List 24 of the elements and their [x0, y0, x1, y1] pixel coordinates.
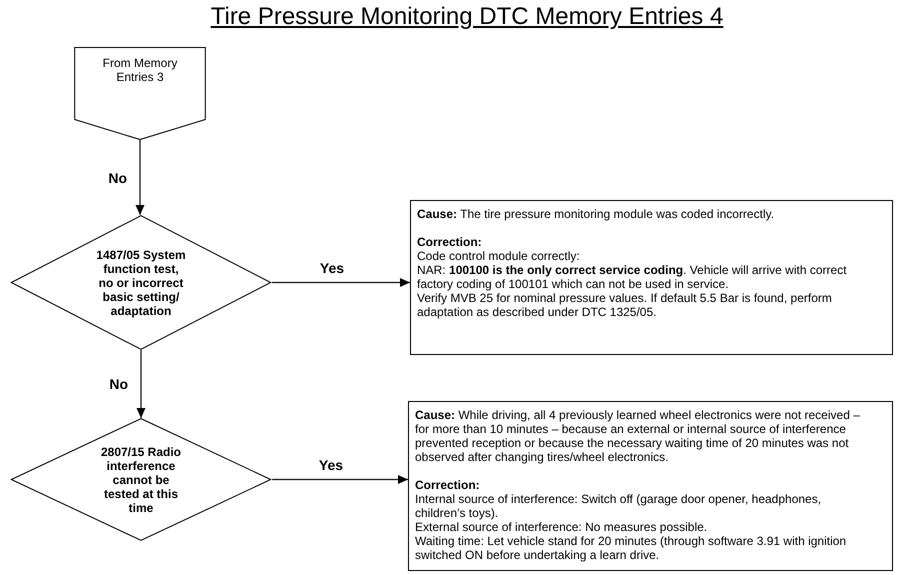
- instruction-text: Verify MVB 25 for nominal pressure values. If default 5.5 Bar is found, perform adaptation as described under DTC 1325/05.: [417, 291, 833, 319]
- edge-label: No: [108, 376, 129, 392]
- offpage-connector: [74, 47, 206, 140]
- note-box: [410, 200, 893, 355]
- instruction-text: External source of interference: No measures possible.: [415, 520, 708, 534]
- instruction-text: NAR: 100100 is the only correct service coding. Vehicle will arrive with correct factory coding of 100101 which can not be used in service.: [417, 263, 848, 291]
- decision-diamond: [10, 418, 272, 541]
- correction-heading: Correction:: [415, 478, 480, 492]
- decision-diamond: [10, 215, 272, 350]
- arrow: [272, 278, 410, 287]
- cause-text: Cause: The tire pressure monitoring module was coded incorrectly.: [417, 207, 774, 221]
- decision-text: 1487/05 System function test, no or incorrect basic setting/ adaptation: [96, 248, 186, 318]
- instruction-text: Internal source of interference: Switch off (garage door opener, headphones, children’s toys).: [415, 492, 822, 520]
- decision-text: 2807/15 Radio interference cannot be tested at this time: [100, 444, 182, 514]
- connector-text: From Memory Entries 3: [102, 56, 178, 84]
- arrow: [136, 140, 144, 215]
- instruction-text: Waiting time: Let vehicle stand for 20 minutes (through software 3.91 with ignition switched ON before undertaking a learn drive.: [415, 534, 848, 562]
- note-box: [408, 401, 893, 571]
- diagram-title: Tire Pressure Monitoring DTC Memory Entries 4: [210, 3, 724, 31]
- cause-text: Cause: While driving, all 4 previously learned wheel electronics were not received – for more than 10 minutes – because an external or internal source of interference prevented reception or because the necessary waiting time of 20 minutes was not observed after changing tires/wheel electronics.: [415, 408, 861, 464]
- correction-heading: Correction:: [417, 235, 482, 249]
- instruction-text: Code control module correctly:: [417, 249, 580, 263]
- arrow: [272, 475, 408, 484]
- arrow: [136, 350, 146, 418]
